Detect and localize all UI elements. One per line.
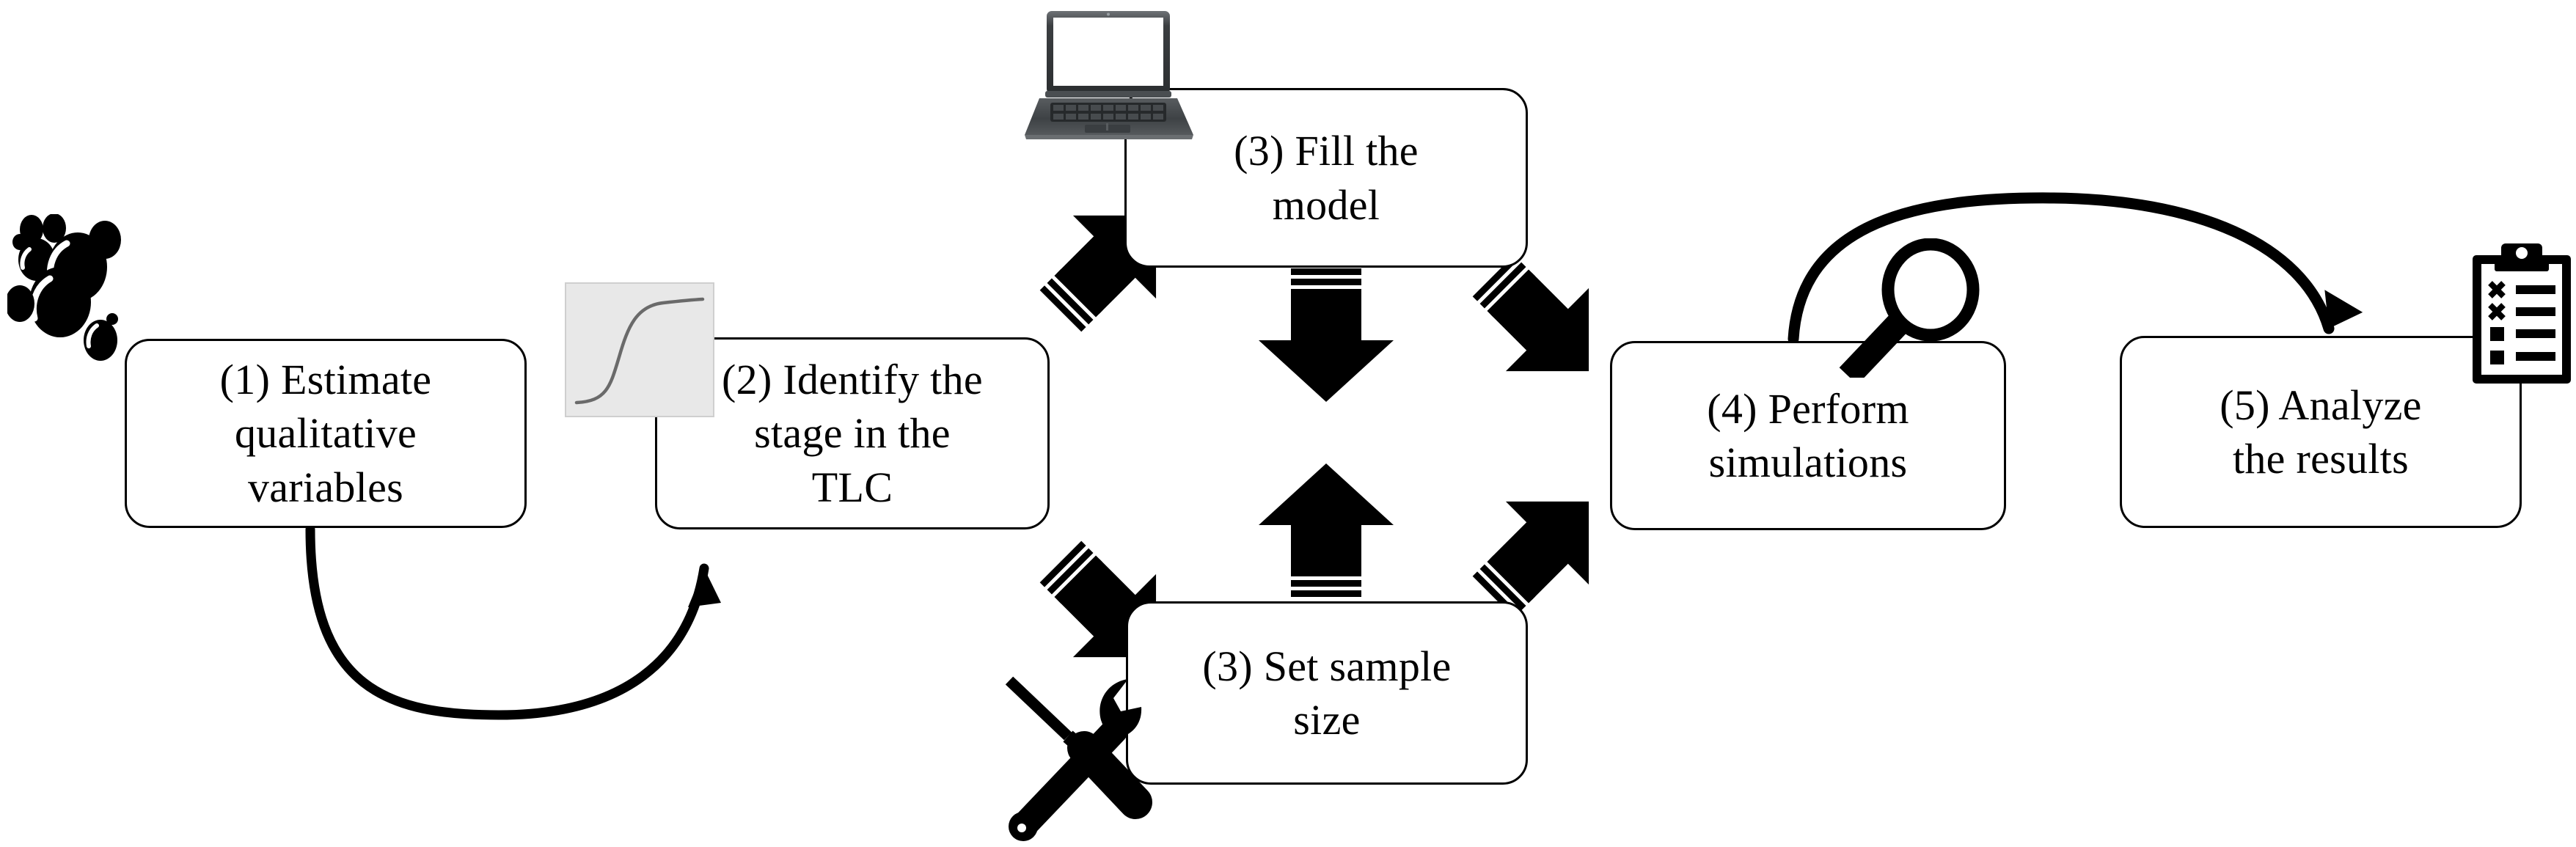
- sigmoid-curve-icon: [565, 282, 714, 417]
- magnifier-glyph: [1839, 238, 1980, 385]
- laptop-glyph: [1025, 11, 1193, 139]
- step-box-2-label: (2) Identify the stage in the TLC: [722, 356, 983, 511]
- step-box-3b-label: (3) Set sample size: [1202, 642, 1452, 744]
- bubbles-glyph: [5, 213, 121, 361]
- step-box-4-label: (4) Perform simulations: [1707, 384, 1909, 486]
- step-box-1-estimate-qualitative-variables[interactable]: (1) Estimate qualitative variables: [125, 339, 527, 528]
- magnifier-icon: [1826, 238, 1995, 385]
- laptop-icon: [1023, 6, 1203, 149]
- connector-step3a-to-step3b: [1259, 268, 1394, 402]
- step-box-5-analyze-the-results[interactable]: (5) Analyze the results: [2120, 336, 2522, 528]
- step-box-2-identify-stage-in-tlc[interactable]: (2) Identify the stage in the TLC: [655, 337, 1050, 529]
- step-box-5-label: (5) Analyze the results: [2220, 381, 2422, 483]
- connector-step3b-to-step3a: [1259, 463, 1394, 597]
- clipboard-glyph: [2473, 243, 2571, 384]
- step-box-3b-set-sample-size[interactable]: (3) Set sample size: [1126, 601, 1528, 785]
- step-box-4-perform-simulations[interactable]: (4) Perform simulations: [1610, 341, 2006, 530]
- step-box-3a-label: (3) Fill the model: [1234, 127, 1419, 229]
- clipboard-icon: [2466, 241, 2576, 391]
- sigmoid-curve-glyph: [574, 297, 705, 405]
- wrench-screwdriver-glyph: [1005, 676, 1152, 841]
- connector-step1-to-step2: [305, 524, 721, 720]
- bubbles-icon: [5, 213, 205, 412]
- step-box-1-label: (1) Estimate qualitative variables: [219, 356, 432, 511]
- step-box-3a-fill-the-model[interactable]: (3) Fill the model: [1124, 88, 1528, 268]
- tools-icon: [1003, 659, 1176, 847]
